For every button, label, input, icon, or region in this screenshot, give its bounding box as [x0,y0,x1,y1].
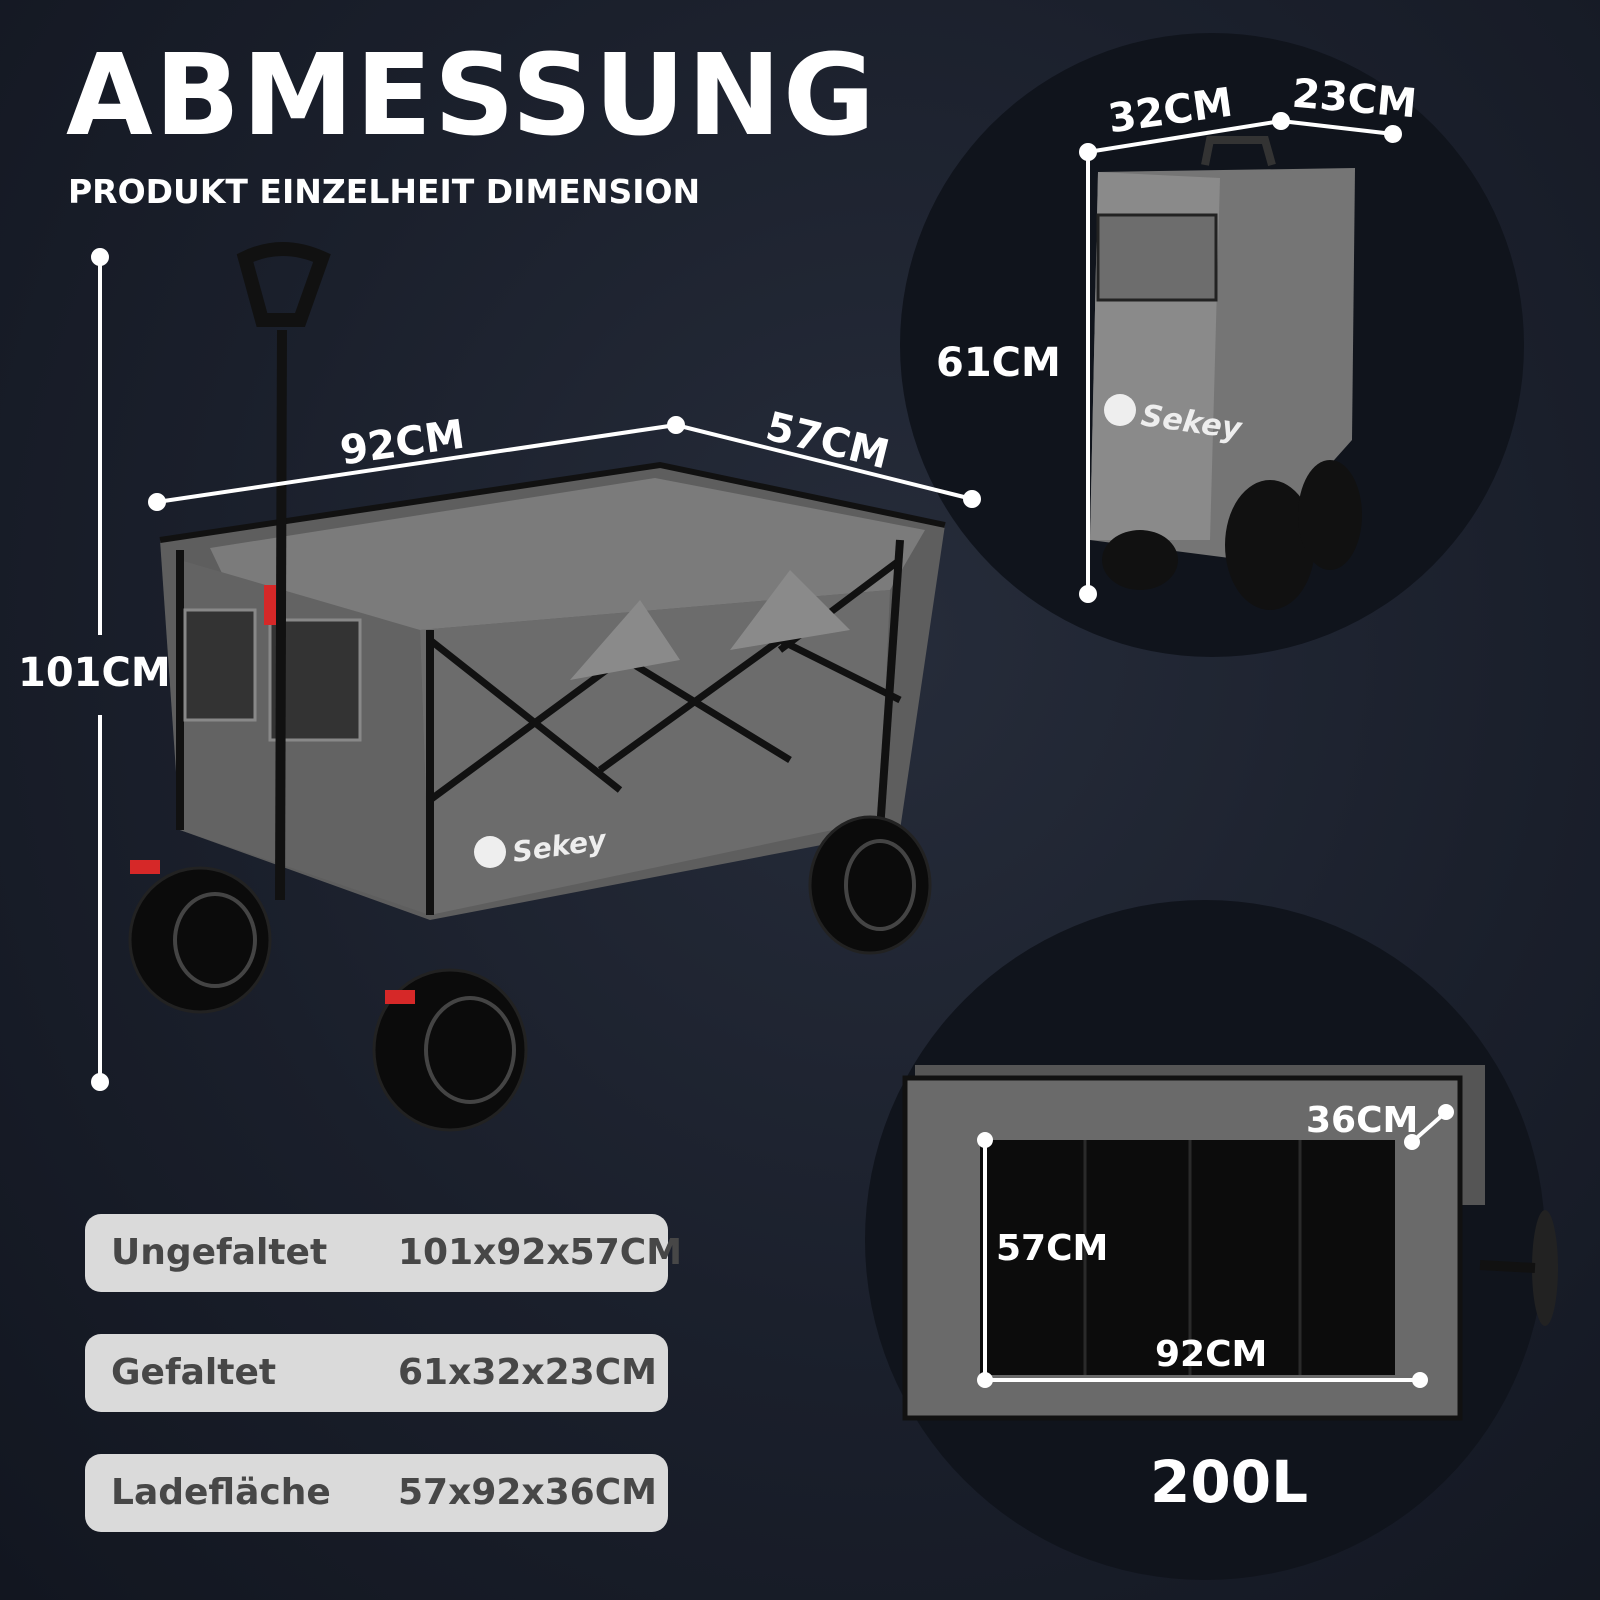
volume-label: 200L [1150,1448,1309,1516]
spec-row-loading-area: Ladefläche 57x92x36CM [85,1454,668,1532]
spec-value: 57x92x36CM [398,1472,657,1513]
spec-row-unfolded: Ungefaltet 101x92x57CM [85,1214,682,1292]
spec-label: Ladefläche [111,1472,331,1513]
page-title: ABMESSUNG [66,31,877,161]
bed-top-view-image [902,1065,1558,1421]
dimension-lines [91,112,1454,1388]
spec-label: Gefaltet [111,1352,277,1393]
spec-value: 61x32x23CM [398,1352,657,1393]
bed-depth-label: 36CM [1306,1100,1419,1141]
brand-logo-icon [474,836,506,868]
height-label: 101CM [18,650,171,696]
wagon-image [128,242,946,1132]
spec-value: 101x92x57CM [398,1232,683,1273]
bed-length-label: 92CM [1155,1334,1268,1375]
spec-row-folded: Gefaltet 61x32x23CM [85,1334,668,1412]
folded-height-label: 61CM [936,340,1061,386]
page-subtitle: PRODUKT EINZELHEIT DIMENSION [68,172,701,211]
bed-width-label: 57CM [996,1228,1109,1269]
spec-label: Ungefaltet [111,1232,328,1273]
folded-wagon-image [1090,136,1362,610]
